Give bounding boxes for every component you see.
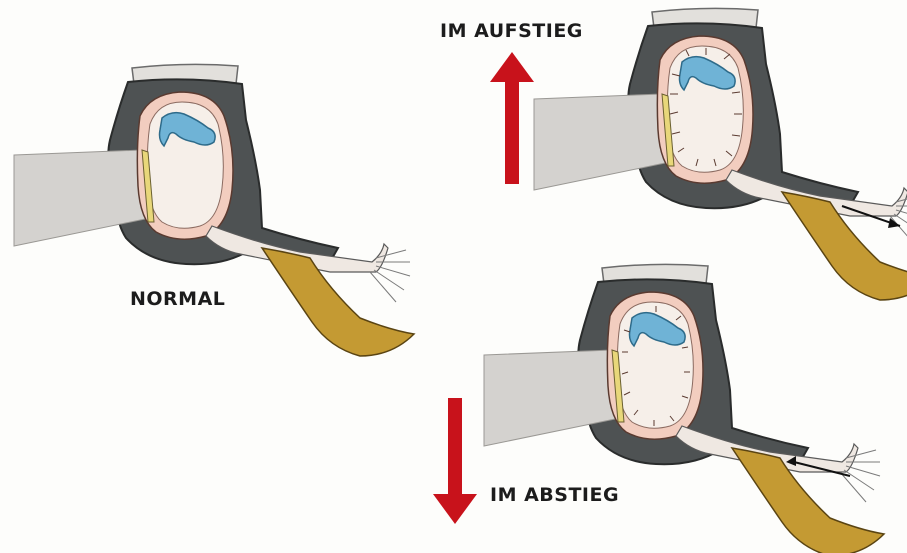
label-ascent: IM AUFSTIEG	[440, 20, 583, 42]
arrow-down-icon	[433, 398, 477, 524]
ear-normal	[14, 64, 414, 356]
ear-ascent	[534, 8, 907, 300]
label-descent: IM ABSTIEG	[490, 484, 619, 506]
arrow-up-icon	[490, 52, 534, 184]
ear-descent	[484, 264, 884, 553]
label-normal: NORMAL	[130, 288, 225, 310]
